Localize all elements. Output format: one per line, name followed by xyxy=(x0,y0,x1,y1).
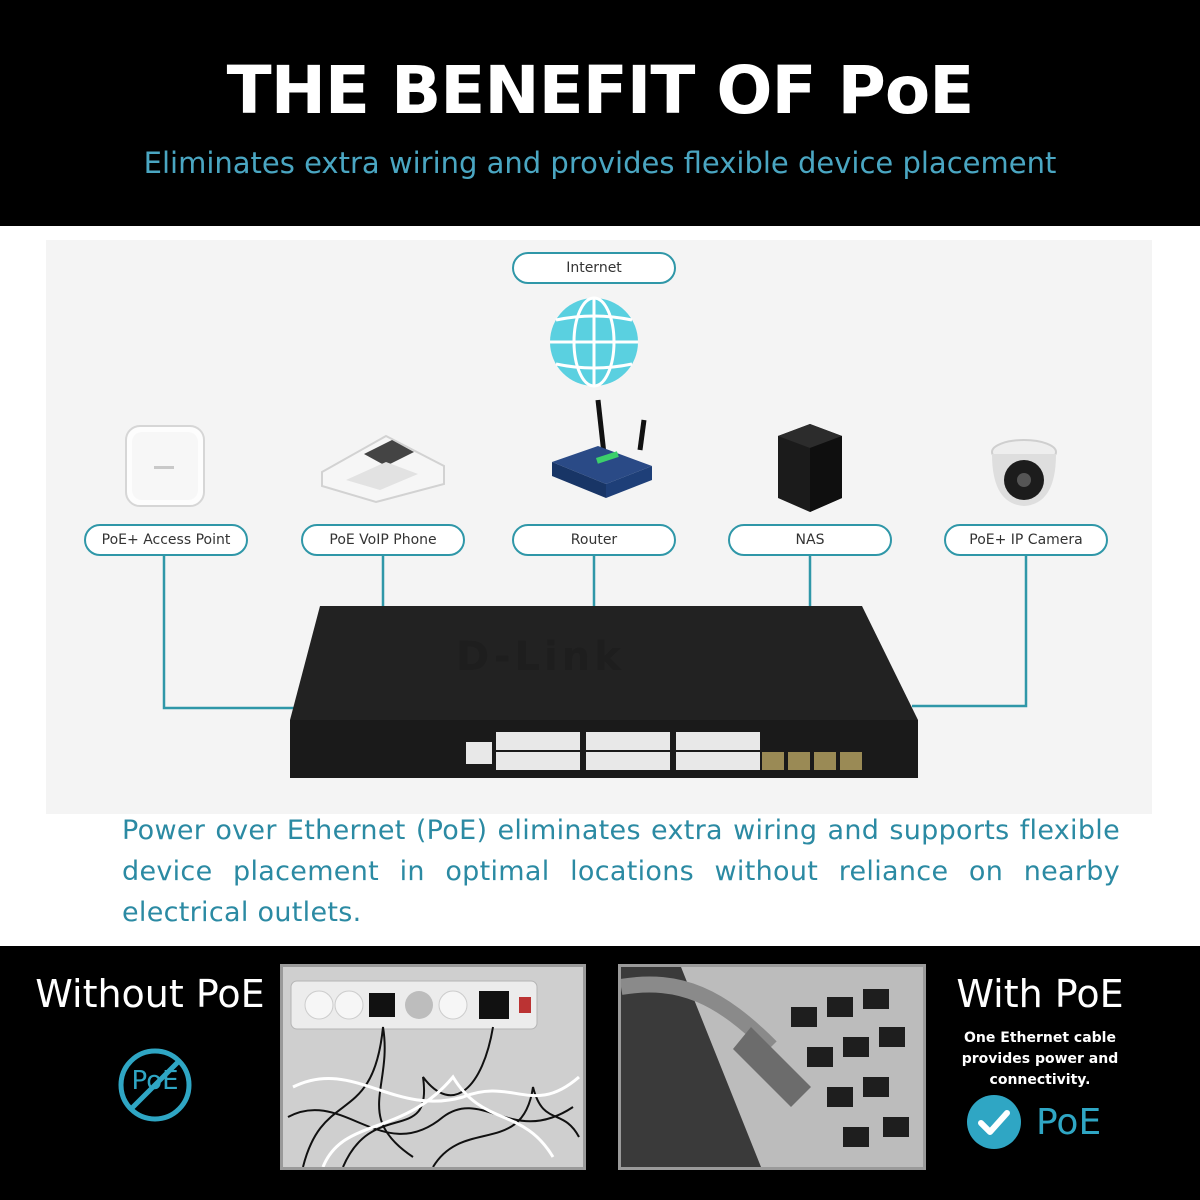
ip-camera-label: PoE+ IP Camera xyxy=(944,524,1108,556)
with-poe-title: With PoE xyxy=(956,972,1124,1016)
no-poe-icon-text: PoE xyxy=(131,1066,179,1096)
network-switch-icon: D-Link xyxy=(290,606,918,778)
page-subtitle: Eliminates extra wiring and provides fle… xyxy=(143,146,1057,180)
voip-phone-icon xyxy=(321,434,445,504)
header-banner: THE BENEFIT OF PoE Eliminates extra wiri… xyxy=(0,0,1200,226)
ethernet-switch-illustration xyxy=(621,967,923,1167)
access-point-icon xyxy=(125,425,205,507)
with-poe-description: One Ethernet cable provides power and co… xyxy=(961,1030,1119,1088)
ethernet-cable-photo xyxy=(618,964,926,1170)
diagram-canvas: D-Link xyxy=(125,296,1057,778)
check-icon xyxy=(967,1095,1021,1149)
router-icon xyxy=(552,399,652,498)
power-strip-photo xyxy=(280,964,586,1170)
internet-node: Internet xyxy=(512,252,676,284)
network-diagram: D-Link Internet PoE+ Access Point PoE Vo… xyxy=(46,240,1152,814)
access-point-label: PoE+ Access Point xyxy=(84,524,248,556)
with-poe-label: PoE xyxy=(1036,1102,1102,1143)
svg-text:D-Link: D-Link xyxy=(456,634,625,680)
no-poe-icon xyxy=(118,1048,192,1122)
connector-lines xyxy=(162,556,1028,710)
without-poe-title: Without PoE xyxy=(35,972,265,1016)
router-label: Router xyxy=(512,524,676,556)
voip-phone-label: PoE VoIP Phone xyxy=(301,524,465,556)
nas-icon xyxy=(778,424,842,512)
page-title: THE BENEFIT OF PoE xyxy=(226,52,975,129)
nas-label: NAS xyxy=(728,524,892,556)
globe-icon xyxy=(550,296,638,388)
poe-description: Power over Ethernet (PoE) eliminates ext… xyxy=(122,815,1120,928)
ip-camera-icon xyxy=(991,439,1057,506)
comparison-panel: Without PoE PoE xyxy=(0,946,1200,1200)
tangled-cables-illustration xyxy=(283,967,583,1167)
